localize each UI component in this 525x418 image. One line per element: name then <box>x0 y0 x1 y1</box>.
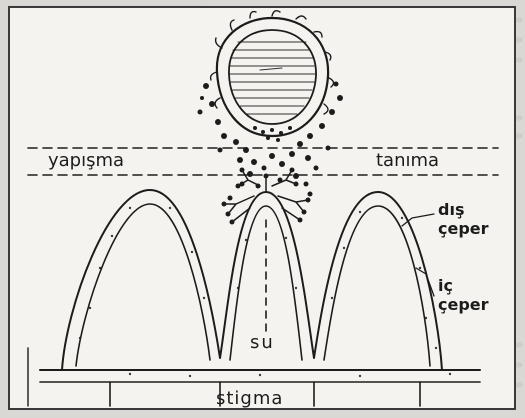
pollen-grain <box>211 11 334 142</box>
label-outer-wall-2: çeper <box>438 219 489 238</box>
label-inner-wall-1: iç <box>438 276 453 295</box>
label-inner-wall-2: çeper <box>438 295 489 314</box>
label-stigma: stigma <box>216 388 283 409</box>
label-outer-wall-1: dış <box>438 200 464 219</box>
label-adhesion: yapışma <box>48 150 124 171</box>
particles <box>198 82 344 201</box>
pollen-stigma-figure: yapışma tanıma dış çeper iç çeper su sti… <box>8 6 516 410</box>
stigma-papillae <box>28 190 480 406</box>
label-water: su <box>250 332 275 353</box>
label-recognition: tanıma <box>376 150 439 171</box>
